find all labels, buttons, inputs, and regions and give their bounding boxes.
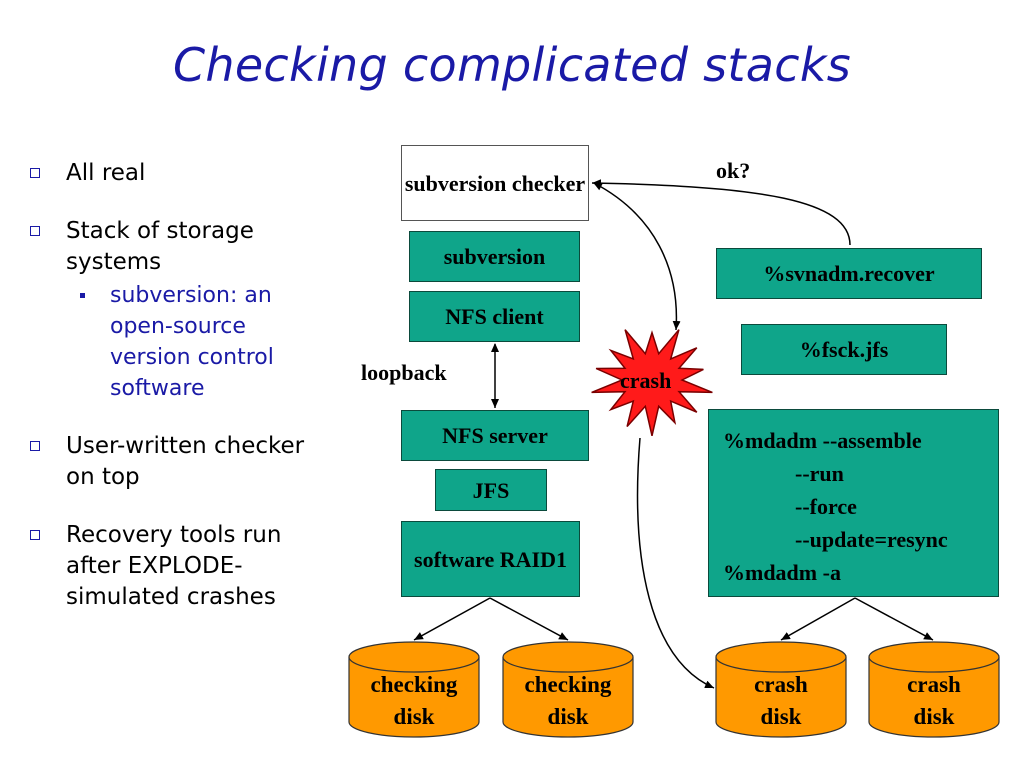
crash-to-crashdisk-arrow — [636, 437, 715, 689]
bullet-text: Stack of storage systems — [66, 218, 254, 275]
nfs-client-box: NFS client — [409, 291, 580, 342]
mdadm-line: --run — [795, 461, 844, 486]
disk-label-line1: checking — [525, 672, 612, 697]
mdadm-commands-box: %mdadm --assemble --run --force --update… — [708, 409, 999, 597]
mdadm-line: --force — [795, 494, 857, 519]
subversion-checker-box: subversion checker — [401, 145, 589, 221]
disk-label-line2: disk — [914, 704, 955, 729]
disk-label-line1: crash — [907, 672, 961, 697]
loopback-label: loopback — [361, 360, 447, 385]
square-bullet-icon — [30, 168, 40, 178]
checking-disk-2: checking disk — [502, 641, 634, 738]
crash-starburst-icon — [591, 329, 713, 436]
mdadm-to-crashdisk1-arrow — [780, 597, 856, 641]
checker-crash-arrow — [593, 182, 681, 331]
jfs-box: JFS — [435, 469, 547, 511]
mdadm-line: %mdadm -a — [723, 560, 841, 585]
square-bullet-icon — [30, 226, 40, 236]
nfs-server-box: NFS server — [401, 410, 589, 461]
disk-label-line2: disk — [548, 704, 589, 729]
software-raid1-box: software RAID1 — [401, 521, 580, 597]
checking-disk-1: checking disk — [348, 641, 480, 738]
bullet-item: Recovery tools run after EXPLODE-simulat… — [30, 520, 330, 613]
mdadm-to-crashdisk2-arrow — [854, 597, 934, 641]
bullet-item: User-written checker on top — [30, 431, 330, 493]
subversion-box: subversion — [409, 231, 580, 282]
square-bullet-icon — [30, 441, 40, 451]
disk-label-line1: checking — [371, 672, 458, 697]
disk-label-line1: crash — [754, 672, 808, 697]
bullet-item: Stack of storage systems subversion: an … — [30, 216, 330, 404]
square-bullet-icon — [30, 530, 40, 540]
bullet-item: All real — [30, 158, 330, 189]
disk-label-line2: disk — [761, 704, 802, 729]
bullet-list: All real Stack of storage systems subver… — [30, 158, 330, 640]
bullet-text: All real — [66, 160, 146, 186]
bullet-text: User-written checker on top — [66, 433, 305, 490]
svnadm-recover-box: %svnadm.recover — [716, 248, 982, 299]
sub-bullet-item: subversion: an open-source version contr… — [66, 280, 330, 404]
crash-disk-1: crash disk — [715, 641, 847, 738]
mdadm-line: --update=resync — [795, 527, 948, 552]
ok-label: ok? — [716, 158, 751, 183]
sub-bullet-text: subversion: an open-source version contr… — [110, 283, 274, 401]
raid-to-disk1-arrow — [413, 597, 491, 641]
disk-label-line2: disk — [394, 704, 435, 729]
slide-title: Checking complicated stacks — [172, 38, 852, 92]
small-square-bullet-icon — [80, 293, 85, 298]
fsck-jfs-box: %fsck.jfs — [741, 324, 947, 375]
bullet-text: Recovery tools run after EXPLODE-simulat… — [66, 522, 282, 610]
mdadm-line: %mdadm --assemble — [723, 428, 922, 453]
raid-to-disk2-arrow — [489, 597, 569, 641]
crash-label: crash — [620, 368, 672, 393]
crash-disk-2: crash disk — [868, 641, 1000, 738]
ok-arrow — [591, 179, 851, 246]
